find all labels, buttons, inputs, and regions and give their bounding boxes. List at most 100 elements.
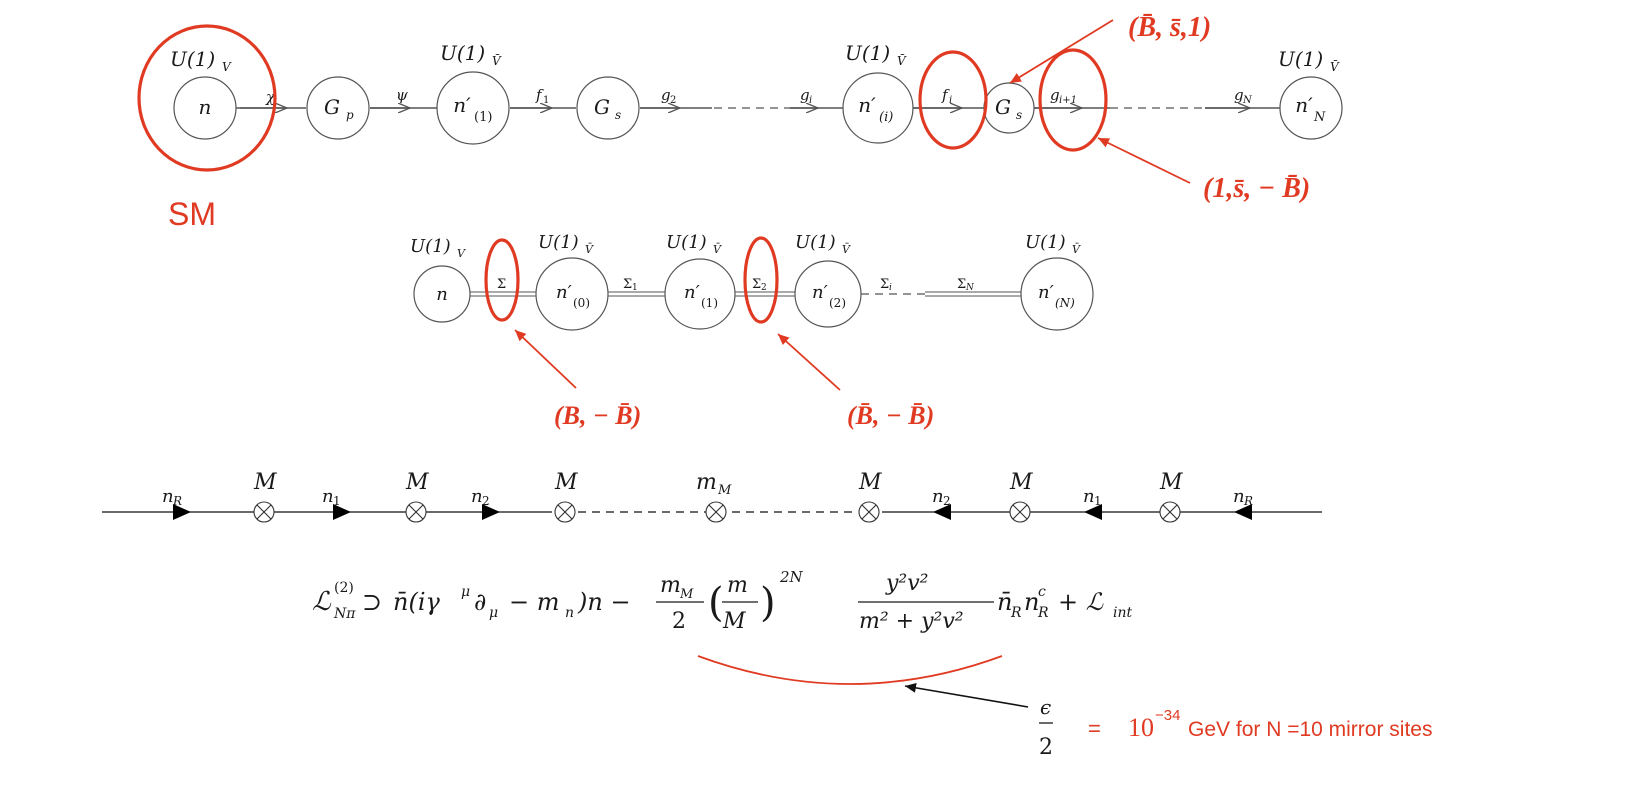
field-arrow-3 [933, 504, 951, 520]
eq-paren-open: ( [708, 580, 724, 626]
result-exponent: −34 [1155, 707, 1180, 724]
svg-text:1: 1 [543, 95, 549, 106]
link-gi1-label: g i+1 [1050, 86, 1077, 106]
eq-lagrangian-symbol: ℒ [312, 587, 332, 617]
lagrangian-equation: ℒ (2) Nπ ⊃ n̄(iγ μ ∂ μ − m n )n − m M 2 … [312, 568, 1132, 634]
svg-text:2: 2 [761, 283, 767, 293]
node-gs1-label: G [594, 95, 610, 119]
sigma2-highlight-ring [743, 236, 779, 324]
field-label-sub-5: R [1243, 494, 1253, 508]
gi1-highlight-ring [1038, 48, 1108, 152]
svg-text:n′: n′ [556, 282, 572, 303]
svg-text:V̄: V̄ [1330, 59, 1340, 74]
svg-text:g: g [1234, 86, 1244, 104]
group2-label-u1vbar-1: U(1) V̄ [666, 232, 722, 256]
field-label-0: n [162, 486, 174, 507]
eq-term1-close: )n − [577, 588, 631, 616]
result-two: 2 [1039, 735, 1053, 760]
field-arrow-5 [1234, 504, 1252, 520]
group2-label-u1vbar-N: U(1) V̄ [1025, 232, 1081, 256]
svg-text:Σ: Σ [880, 277, 889, 292]
eq-nbar-sub: R [1010, 605, 1022, 621]
arrow-to-gi1-charge [1097, 137, 1191, 184]
eq-frac1-num-sub: M [679, 587, 694, 602]
eq-term1: n̄(iγ [393, 588, 440, 616]
eq-nbar: n̄ [997, 588, 1012, 616]
node-gp-label: G [324, 95, 340, 119]
eq-mu-sup: μ [461, 584, 470, 600]
field-label-2: n [471, 486, 483, 507]
eq-n-sup: c [1038, 584, 1046, 600]
svg-text:f: f [535, 86, 544, 104]
result-epsilon: ϵ [1040, 695, 1051, 719]
svg-text:N: N [965, 283, 975, 293]
node-gs-1 [576, 76, 640, 140]
svg-text:U(1): U(1) [538, 232, 579, 253]
double-link-sigma1 [607, 291, 667, 297]
diagram-2-clockwork: n n′ (0) n′ (1) n′ (2) n′ (N) U(1) V U(1… [410, 232, 1094, 430]
link-psi-label: ψ [396, 86, 408, 104]
group-label-u1vbar-1: U(1) V̄ [440, 41, 502, 68]
eq-supset: ⊃ [362, 588, 382, 616]
link-fi-label: f i [941, 86, 952, 106]
link-g2-label: g 2 [661, 86, 676, 106]
svg-text:V̄: V̄ [842, 243, 851, 256]
svg-text:V: V [222, 60, 232, 74]
svg-text:U(1): U(1) [1278, 47, 1323, 71]
epsilon-result: ϵ 2 = 10 −34 GeV for N =10 mirror sites [1039, 695, 1432, 760]
sm-label: SM [168, 196, 216, 232]
mass-label-1: M [405, 470, 429, 495]
group2-label-u1v: U(1) V [410, 236, 466, 260]
svg-text:U(1): U(1) [1025, 232, 1066, 253]
svg-text:Σ: Σ [957, 277, 966, 292]
mass-label-6: M [1159, 470, 1183, 495]
mass-label-2: M [554, 470, 578, 495]
link2-sigma-label: Σ [497, 277, 506, 292]
svg-text:U(1): U(1) [666, 232, 707, 253]
node2-n0-label: n′ (0) [556, 282, 590, 310]
arrow-to-sigma2-charge [777, 333, 841, 391]
svg-text:U(1): U(1) [845, 41, 890, 65]
node-nN-sub: N [1313, 110, 1326, 125]
node-n1-label: n′ [453, 93, 471, 117]
sigma-highlight-ring [484, 238, 520, 322]
svg-text:U(1): U(1) [170, 47, 215, 71]
node-n1-prime [436, 71, 510, 145]
mass-label-sub-3: M [717, 483, 732, 498]
svg-text:Σ: Σ [623, 277, 632, 292]
mass-cross-b-3 [708, 504, 724, 520]
field-arrow-1 [333, 504, 351, 520]
svg-text:g: g [800, 86, 810, 104]
node2-n-label: n [436, 284, 448, 305]
field-arrow-4 [1084, 504, 1102, 520]
node-n-label: n [199, 95, 212, 119]
link-chi-label: χ [265, 88, 276, 106]
node-gp [306, 76, 370, 140]
field-label-sub-2: 2 [482, 494, 490, 508]
svg-text:n′: n′ [1038, 282, 1054, 303]
eq-lagrangian-sup: (2) [334, 580, 354, 596]
node-gs2-sub: s [1016, 108, 1022, 122]
svg-text:U(1): U(1) [440, 41, 485, 65]
diagram-1-quiver: n G p n′ (1) G s n′ (i) G s n′ N U(1) V … [137, 12, 1343, 232]
group-label-u1v: U(1) V [170, 47, 232, 74]
group2-label-u1vbar-0: U(1) V̄ [538, 232, 594, 256]
node2-n [413, 265, 471, 323]
link2-sigma1-label: Σ 1 [623, 277, 638, 293]
field-label-3: n [932, 486, 944, 507]
field-label-sub-1: 1 [333, 494, 341, 508]
field-label-5: n [1233, 486, 1245, 507]
field-label-sub-0: R [172, 494, 182, 508]
mass-label-4: M [858, 470, 882, 495]
svg-text:U(1): U(1) [410, 236, 451, 257]
svg-text:V: V [457, 247, 466, 260]
charge-label-top: (B̄, s̄,1) [1128, 12, 1211, 43]
mass-label-0: M [253, 470, 277, 495]
svg-text:(0): (0) [573, 296, 590, 310]
svg-text:Σ: Σ [752, 277, 761, 292]
epsilon-brace [697, 655, 1003, 685]
fi-highlight-ring [918, 50, 988, 150]
svg-text:2: 2 [670, 95, 676, 106]
